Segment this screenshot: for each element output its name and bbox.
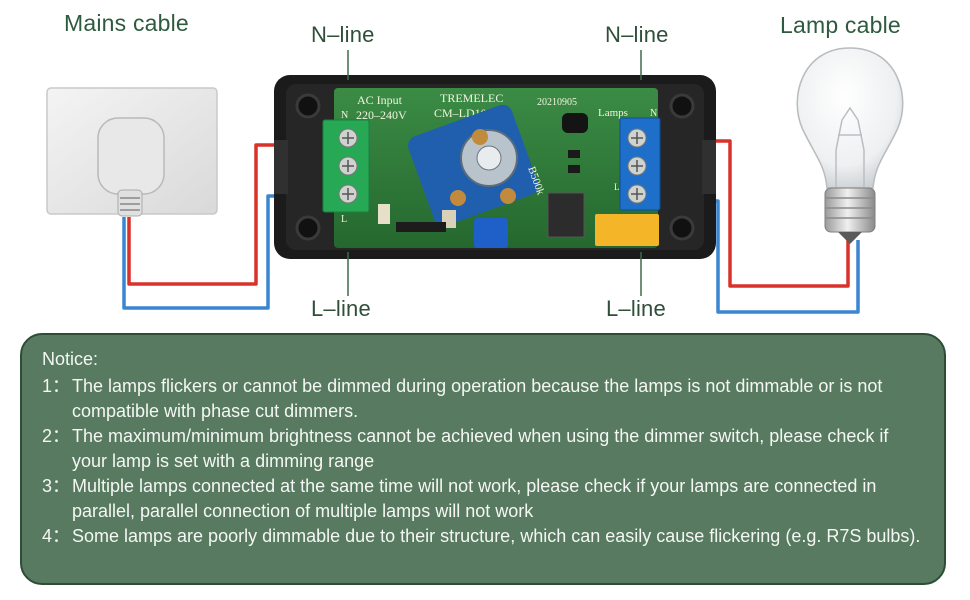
- trim-capacitor: [474, 218, 508, 248]
- notice-text: Some lamps are poorly dimmable due to th…: [72, 526, 921, 546]
- notice-number: 1：: [42, 376, 71, 396]
- resistor: [378, 204, 390, 224]
- pcb-brand: TREMELEC: [440, 91, 503, 105]
- n-line-right-label: N–line: [605, 22, 669, 47]
- notice-text: Multiple lamps connected at the same tim…: [72, 476, 877, 521]
- potentiometer: B500k: [408, 104, 547, 227]
- pcb-date-code: 20210905: [537, 97, 577, 108]
- transistor: [562, 113, 588, 133]
- notice-panel: Notice: 1： The lamps flickers or cannot …: [20, 333, 946, 585]
- terminal-l-right: L: [614, 182, 620, 192]
- lamp-cable-label: Lamp cable: [780, 12, 901, 38]
- terminal-n-right: N: [650, 108, 657, 119]
- smd-diode-2: [568, 165, 580, 173]
- pcb-lamps: Lamps: [598, 107, 628, 119]
- output-terminal-block: N L: [614, 108, 661, 211]
- smd-diode: [568, 150, 580, 158]
- notice-text: The lamps flickers or cannot be dimmed d…: [72, 376, 883, 421]
- light-bulb: [796, 47, 904, 244]
- input-terminal-block: N L: [322, 110, 370, 225]
- pcb-board: AC Input 220–240V TREMELEC CM–LD100P2 20…: [322, 88, 661, 248]
- terminal-n-left: N: [341, 110, 348, 121]
- terminal-l-left: L: [341, 214, 347, 225]
- l-line-left-label: L–line: [311, 296, 371, 321]
- notice-item: 2： The maximum/minimum brightness cannot…: [42, 424, 924, 474]
- film-capacitor: [595, 214, 659, 246]
- l-line-right-label: L–line: [606, 296, 666, 321]
- notice-title: Notice:: [42, 349, 99, 369]
- wall-socket: [46, 87, 218, 217]
- pcb-ac-input: AC Input: [357, 93, 403, 107]
- pcb-voltage: 220–240V: [356, 108, 407, 122]
- notice-item: 3： Multiple lamps connected at the same …: [42, 474, 924, 524]
- notice-number: 2：: [42, 426, 71, 446]
- label-leader-lines: [347, 50, 642, 296]
- notice-item: 4： Some lamps are poorly dimmable due to…: [42, 524, 924, 549]
- ic-chip: [396, 222, 446, 232]
- notice-text: The maximum/minimum brightness cannot be…: [72, 426, 889, 471]
- triac: [547, 192, 585, 238]
- notice-item: 1： The lamps flickers or cannot be dimme…: [42, 374, 924, 424]
- n-line-left-label: N–line: [311, 22, 375, 47]
- wiring-diagram: AC Input 220–240V TREMELEC CM–LD100P2 20…: [46, 47, 904, 314]
- mains-cable-label: Mains cable: [64, 10, 189, 36]
- notice-number: 3：: [42, 476, 71, 496]
- notice-number: 4：: [42, 526, 71, 546]
